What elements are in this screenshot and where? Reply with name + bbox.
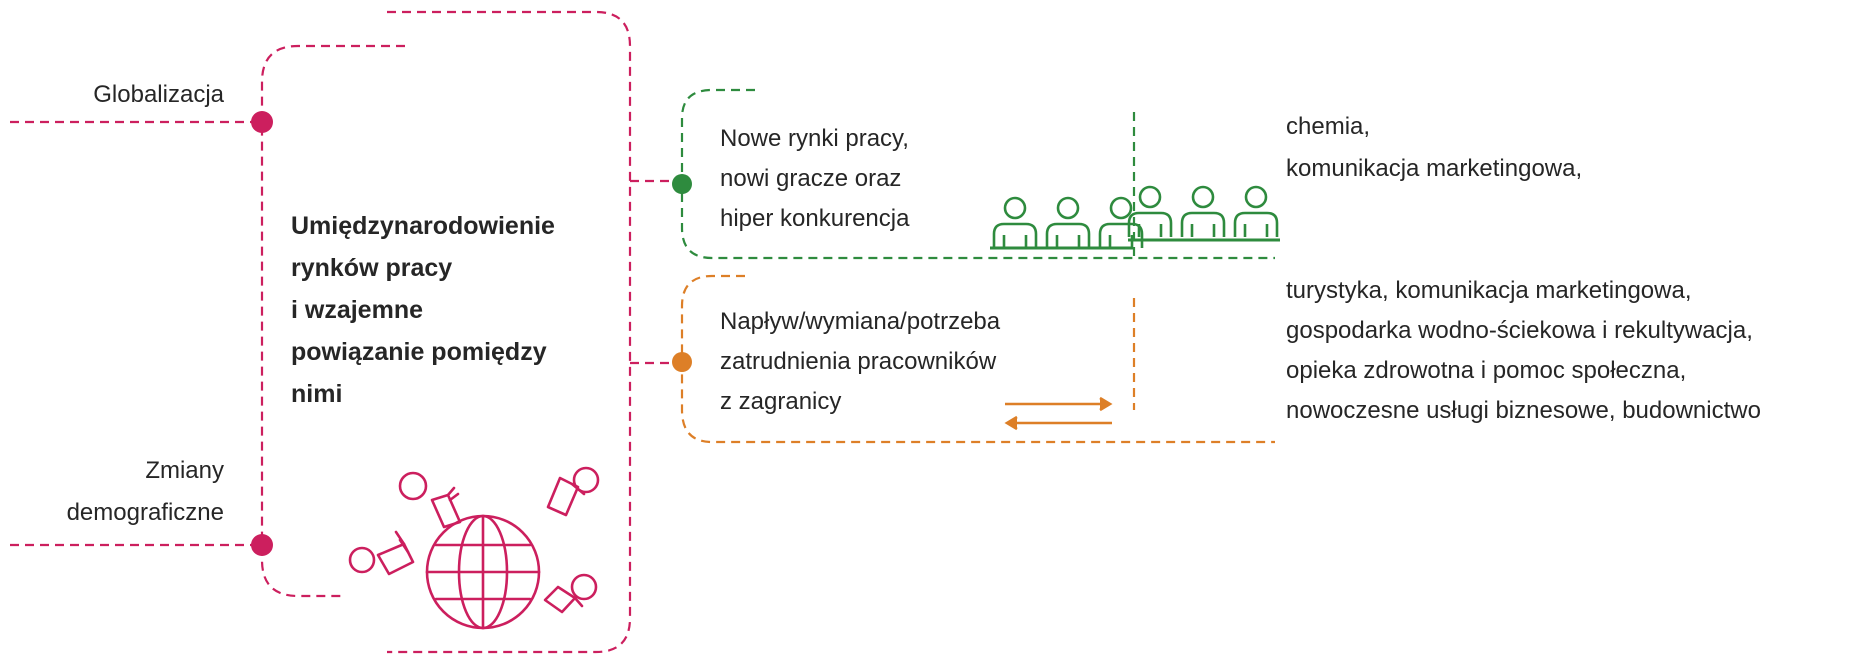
globe-with-hands-icon: [348, 466, 600, 630]
globalizacja-node: [251, 111, 273, 133]
right-orange-line2: gospodarka wodno-ściekowa i rekultywacja…: [1286, 317, 1753, 344]
right-orange-line3: opieka zdrowotna i pomoc społeczna,: [1286, 357, 1687, 384]
right-orange-line1: turystyka, komunikacja marketingowa,: [1286, 277, 1692, 304]
green-node: [672, 174, 692, 194]
right-orange-line4: nowoczesne usługi biznesowe, budownictwo: [1286, 397, 1761, 424]
orange-branch: [680, 274, 1275, 444]
right-green-line1: chemia,: [1286, 113, 1371, 140]
center-title-line4: powiązanie pomiędzy: [291, 338, 547, 366]
orange-node: [672, 352, 692, 372]
orange-box-line2: zatrudnienia pracowników: [720, 348, 997, 375]
left-bracket: [260, 44, 405, 598]
center-box: [387, 10, 632, 654]
people-group-icon: [990, 185, 1280, 250]
orange-bracket: [680, 274, 1275, 444]
center-title-line5: nimi: [291, 380, 343, 408]
zmiany-node: [251, 534, 273, 556]
green-box-line1: Nowe rynki pracy,: [720, 125, 909, 152]
exchange-arrows-icon: [1004, 396, 1113, 431]
center-title-line1: Umiędzynarodowienie: [291, 212, 555, 240]
green-box-line3: hiper konkurencja: [720, 205, 910, 232]
green-box-line2: nowi gracze oraz: [720, 165, 902, 192]
orange-box-line1: Napływ/wymiana/potrzeba: [720, 308, 1001, 335]
magenta-connectors: [10, 10, 678, 654]
center-title-line2: rynków pracy: [291, 254, 453, 282]
orange-box-line3: z zagranicy: [720, 388, 842, 415]
label-globalizacja: Globalizacja: [93, 81, 224, 108]
green-branch: [680, 88, 1275, 260]
label-zmiany-line1: Zmiany: [145, 457, 224, 484]
right-green-line2: komunikacja marketingowa,: [1286, 155, 1583, 182]
center-title-line3: i wzajemne: [291, 296, 423, 324]
label-zmiany-line2: demograficzne: [66, 499, 224, 526]
